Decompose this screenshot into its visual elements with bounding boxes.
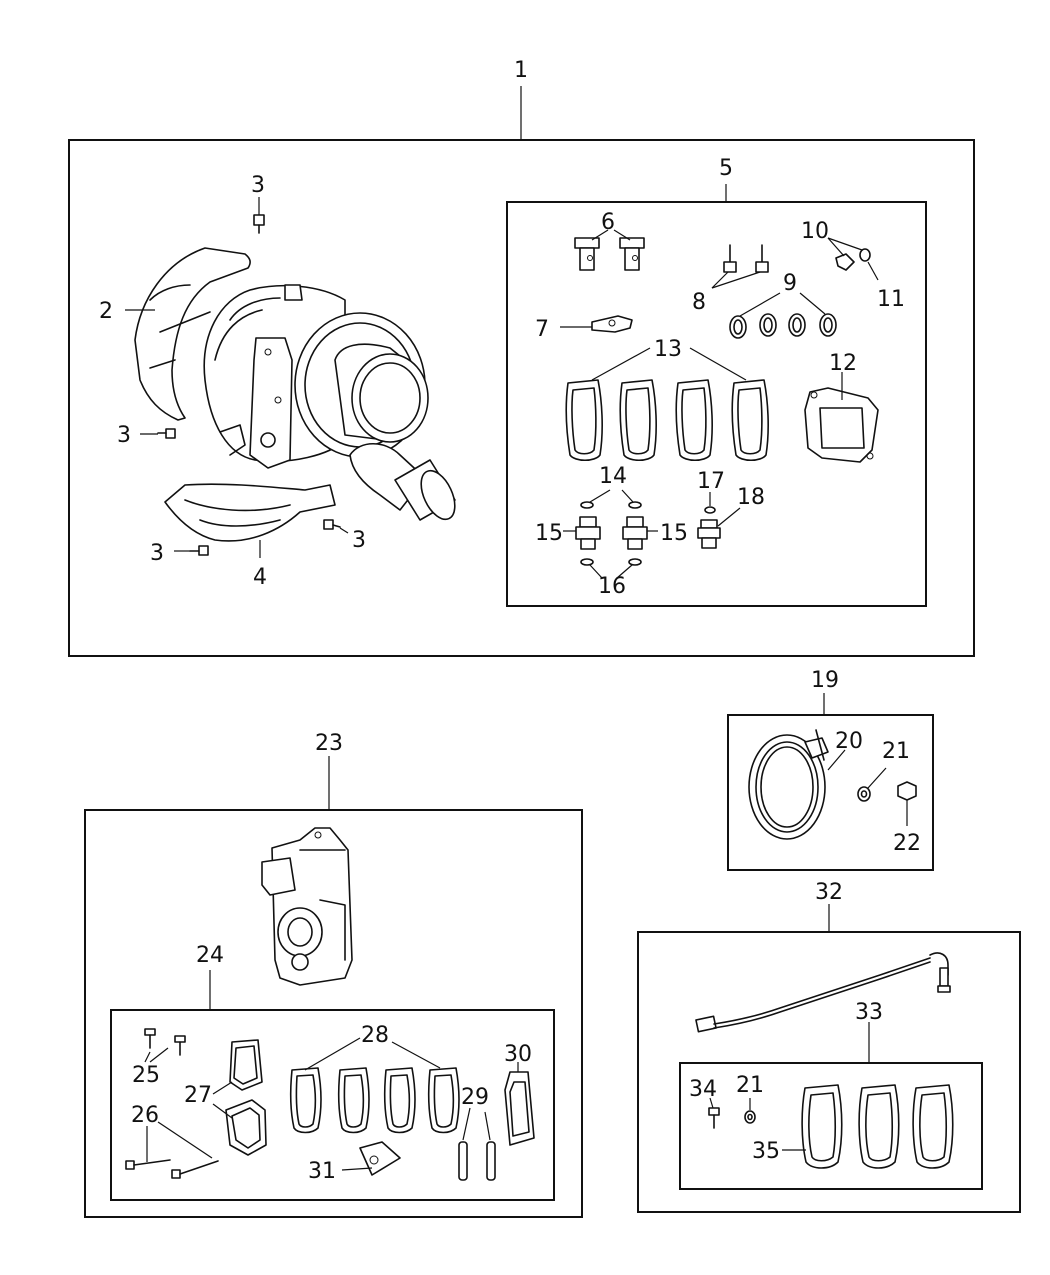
callout-6: 6 <box>601 210 615 235</box>
callout-3-left: 3 <box>117 423 131 448</box>
o-rings-14 <box>580 501 642 509</box>
callout-3-top: 3 <box>251 173 265 198</box>
seal-rings-9 <box>729 313 837 339</box>
callout-12: 12 <box>829 351 857 376</box>
callout-18: 18 <box>737 485 765 510</box>
screws-25 <box>144 1028 186 1056</box>
gaskets-27 <box>225 1039 267 1156</box>
fittings-15 <box>575 516 648 550</box>
bolts-26 <box>125 1159 219 1179</box>
callout-4: 4 <box>253 565 267 590</box>
actuator-box-23 <box>84 809 583 1218</box>
banjo-bolt-6 <box>574 237 645 271</box>
o-ring-17 <box>704 506 716 514</box>
callout-32: 32 <box>815 880 843 905</box>
callout-5: 5 <box>719 156 733 181</box>
callout-20: 20 <box>835 729 863 754</box>
turbo-gasket-12 <box>804 387 879 463</box>
callout-30: 30 <box>504 1042 532 1067</box>
callout-29: 29 <box>461 1085 489 1110</box>
clamp-box-19 <box>727 714 934 871</box>
callout-15-right: 15 <box>660 521 688 546</box>
bracket-31 <box>359 1141 401 1176</box>
gaskets-28 <box>289 1067 460 1134</box>
bolt-3-top <box>253 214 265 234</box>
o-rings-16 <box>580 558 642 566</box>
plug-10 <box>835 253 855 271</box>
callout-2: 2 <box>99 299 113 324</box>
bolts-8 <box>723 244 769 273</box>
callout-8: 8 <box>692 290 706 315</box>
actuator-23 <box>261 827 353 986</box>
callout-28: 28 <box>361 1023 389 1048</box>
callout-1: 1 <box>514 58 528 83</box>
heat-shield-4 <box>164 483 336 542</box>
callout-24: 24 <box>196 943 224 968</box>
washer-21 <box>857 786 871 802</box>
callout-25: 25 <box>132 1063 160 1088</box>
gasket-kit-box-24 <box>110 1009 555 1201</box>
callout-7: 7 <box>535 317 549 342</box>
sensor-harness-32 <box>695 952 951 1033</box>
callout-26: 26 <box>131 1103 159 1128</box>
callout-31: 31 <box>308 1159 336 1184</box>
callout-16: 16 <box>598 574 626 599</box>
screw-34 <box>708 1107 720 1129</box>
callout-21-clamp: 21 <box>882 739 910 764</box>
gasket-kit-box-5 <box>506 201 927 607</box>
callout-11: 11 <box>877 287 905 312</box>
callout-13: 13 <box>654 337 682 362</box>
callout-3-bottom: 3 <box>150 541 164 566</box>
nut-22 <box>897 781 917 801</box>
bolt-3-bottom <box>189 545 209 556</box>
callout-9: 9 <box>783 271 797 296</box>
washer-11 <box>859 248 871 262</box>
callout-10: 10 <box>801 219 829 244</box>
pins-29 <box>458 1141 496 1181</box>
callout-21-kit: 21 <box>736 1073 764 1098</box>
callout-15-left: 15 <box>535 521 563 546</box>
callout-3-right: 3 <box>352 528 366 553</box>
callout-34: 34 <box>689 1077 717 1102</box>
seal-30 <box>504 1071 535 1146</box>
washer-21b <box>744 1110 756 1124</box>
gaskets-35 <box>801 1084 954 1169</box>
flange-gasket-7 <box>591 315 633 333</box>
callout-22: 22 <box>893 831 921 856</box>
sensor-box-32 <box>637 931 1021 1213</box>
bolt-3-left <box>157 428 176 439</box>
gasket-kit-box-33 <box>679 1062 983 1190</box>
callout-33: 33 <box>855 1000 883 1025</box>
callout-27: 27 <box>184 1083 212 1108</box>
turbocharger-illustration <box>134 247 456 521</box>
v-band-clamp-20 <box>748 729 829 840</box>
gaskets-13 <box>565 379 769 462</box>
callout-23: 23 <box>315 731 343 756</box>
bolt-3-right <box>323 519 341 530</box>
callout-17: 17 <box>697 469 725 494</box>
callout-35: 35 <box>752 1139 780 1164</box>
fitting-18 <box>697 519 721 549</box>
callout-19: 19 <box>811 668 839 693</box>
callout-14: 14 <box>599 464 627 489</box>
